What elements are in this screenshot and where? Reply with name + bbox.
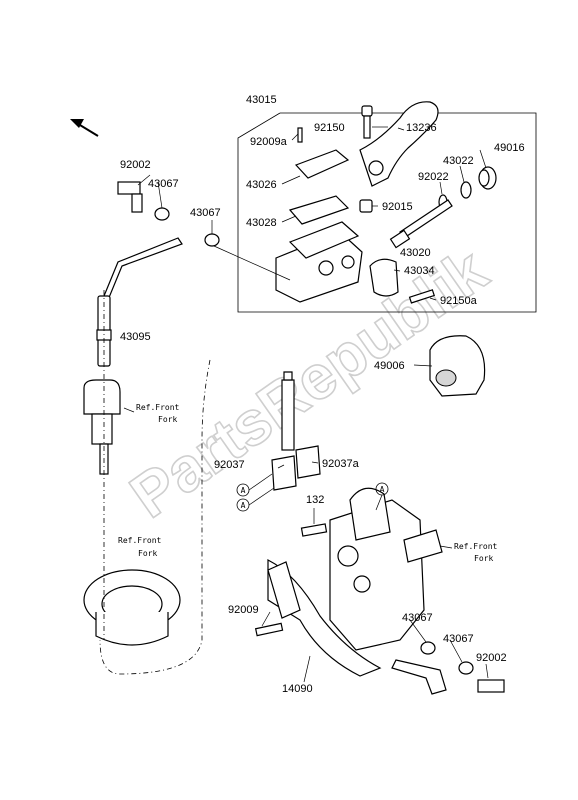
label-14090: 14090 [282,683,313,695]
cap-43026 [294,149,350,179]
label-43015: 43015 [246,94,277,106]
bolt-92150a [408,289,435,304]
label-92002-bottom: 92002 [476,652,507,664]
direction-arrow-icon [70,119,99,137]
label-43020: 43020 [400,247,431,259]
assembly-outline [237,112,537,313]
label-43067-bottom-2: 43067 [443,633,474,645]
label-43067-top-1: 43067 [148,178,179,190]
label-92150a: 92150a [440,295,478,307]
screw-92009a [297,127,303,143]
ref-marker-a-1: A [236,483,250,497]
svg-text:A: A [380,485,385,494]
ref-note-front-fork-1: Ref.Front Fork [136,403,180,424]
label-49006: 49006 [374,360,405,372]
label-92009: 92009 [228,604,259,616]
label-92037: 92037 [214,459,245,471]
label-43028: 43028 [246,217,277,229]
bolt-92009 [254,622,284,637]
svg-text:Fork: Fork [158,415,177,424]
washer-top-2 [204,233,220,247]
cover-49006 [429,335,486,397]
nut-92015 [359,199,373,213]
diaphragm-43028 [288,195,350,225]
label-92015: 92015 [382,201,413,213]
brake-hose-43095 [96,237,183,367]
bolt-132 [300,523,328,537]
piston-43020 [389,199,453,249]
bolt-92150 [361,105,373,139]
label-92009a: 92009a [250,136,288,148]
label-13236: 13236 [406,122,437,134]
label-92150: 92150 [314,122,345,134]
label-49016: 49016 [494,142,525,154]
label-43067-top-2: 43067 [190,207,221,219]
svg-text:A: A [241,486,246,495]
svg-text:Ref.Front: Ref.Front [118,536,162,545]
circlip-43022 [460,181,472,199]
hose-fitting-bottom [391,659,447,695]
label-43067-bottom-1: 43067 [402,612,433,624]
label-43026: 43026 [246,179,277,191]
clamp-92037a [295,445,321,479]
label-92022: 92022 [418,171,449,183]
fork-guard-14090 [267,559,382,677]
washer-top-1 [154,207,170,221]
label-43095: 43095 [120,331,151,343]
label-43034: 43034 [404,265,435,277]
svg-text:Ref.Front: Ref.Front [136,403,180,412]
label-92002-top: 92002 [120,159,151,171]
caliper-hose-pipe [281,371,295,451]
master-cylinder-body [275,221,363,303]
ref-note-front-fork-3: Ref.Front Fork [454,542,498,563]
lever-13236 [359,101,439,187]
clamp-43034 [369,258,399,297]
banjo-bolt-top [117,181,143,213]
svg-text:A: A [241,501,246,510]
svg-text:Ref.Front: Ref.Front [454,542,498,551]
svg-text:Fork: Fork [474,554,493,563]
caliper-body [329,487,443,651]
washer-bottom-1 [420,641,436,655]
banjo-bolt-bottom [477,679,505,693]
label-43022: 43022 [443,155,474,167]
label-132: 132 [306,494,324,506]
hose-guide-upper [83,379,121,475]
ref-marker-a-2: A [375,482,389,496]
boot-49016 [478,166,497,190]
svg-text:Fork: Fork [138,549,157,558]
clamp-92037 [271,455,297,491]
label-92037a: 92037a [322,458,360,470]
ref-note-front-fork-2: Ref.Front Fork [118,536,162,558]
fork-clamp-lower [83,569,181,646]
ref-marker-a-3: A [236,498,250,512]
washer-bottom-2 [458,661,474,675]
